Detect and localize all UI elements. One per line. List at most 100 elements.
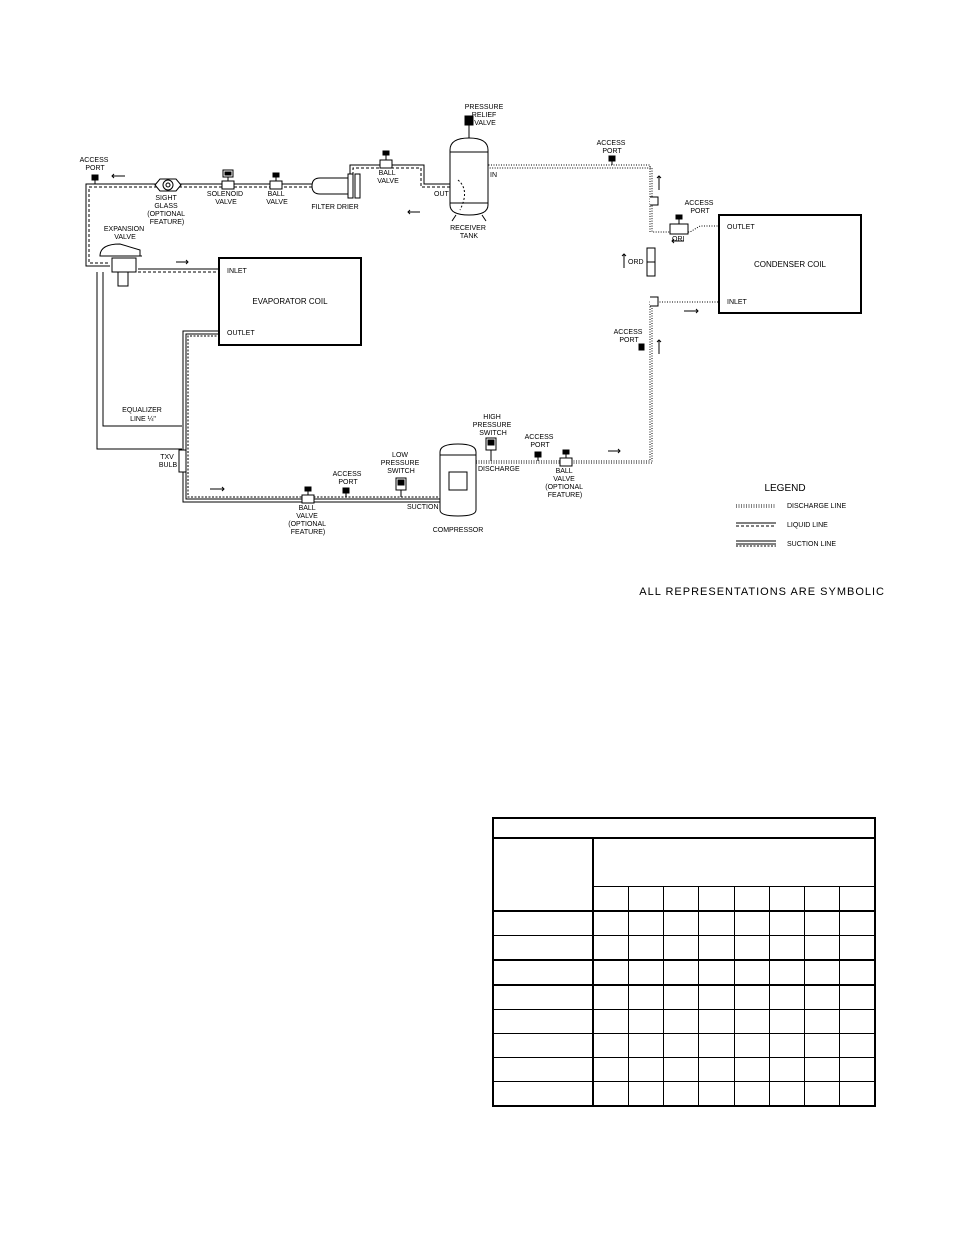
table-cell	[698, 983, 735, 1010]
table-cell	[662, 1032, 700, 1058]
table-cell	[733, 1056, 770, 1082]
evaporator-coil-box	[218, 257, 362, 346]
table-cell	[733, 1080, 770, 1106]
equalizer-line-label: EQUALIZER LINE ¼"	[122, 407, 164, 423]
filter-drier-label: FILTER DRIER	[311, 204, 358, 211]
table-row	[492, 1008, 876, 1034]
sight-glass-label: SIGHT GLASS (OPTIONAL FEATURE)	[147, 195, 186, 226]
ball-valve-top-label: BALL VALVE	[377, 170, 399, 185]
access-port-suction-label: ACCESS PORT	[333, 471, 364, 486]
solenoid-valve-icon	[221, 169, 235, 190]
access-port-top-right-icon	[608, 155, 616, 165]
table-cell	[768, 1008, 806, 1034]
table-cell	[592, 983, 629, 1010]
flow-arrows	[111, 173, 699, 492]
table-cell	[492, 1080, 594, 1106]
refrigeration-schematic: PRESSURE RELIEF VALVE RECEIVER TANK IN O…	[80, 104, 885, 598]
table-cell	[592, 1008, 629, 1034]
ball-valve-mid-icon	[269, 172, 283, 190]
table-cell	[662, 934, 700, 960]
access-port-suction-icon	[342, 487, 350, 497]
table-cell	[768, 1056, 806, 1082]
receiver-tank	[449, 137, 489, 222]
table-cell	[839, 885, 876, 911]
table-row	[492, 958, 876, 985]
table-cell	[492, 934, 594, 960]
table-cell	[492, 983, 594, 1010]
symbolic-note: ALL REPRESENTATIONS ARE SYMBOLIC	[639, 586, 885, 598]
liquid-line	[85, 164, 450, 273]
compressor-icon	[439, 443, 477, 517]
table-cell	[839, 983, 876, 1010]
table-cell	[627, 934, 665, 960]
table-cell	[592, 909, 629, 936]
table-cell	[627, 1080, 665, 1106]
table-cell	[627, 958, 665, 985]
high-pressure-switch-icon	[485, 437, 497, 461]
table-cell	[733, 983, 770, 1010]
table-cell	[803, 934, 841, 960]
ord-fitting-icon	[646, 247, 659, 307]
table-cell	[592, 1032, 629, 1058]
table-cell	[698, 1080, 735, 1106]
table-cell	[803, 1008, 841, 1034]
pressure-relief-valve-icon	[464, 115, 474, 138]
table-cell	[627, 1032, 665, 1058]
table-cell	[662, 1056, 700, 1082]
ord-label: ORD	[628, 259, 644, 266]
table-cell	[698, 958, 735, 985]
table-cell	[733, 1008, 770, 1034]
txv-bulb-line	[96, 272, 182, 450]
evap-inlet-label: INLET	[227, 268, 248, 275]
receiver-tank-label: RECEIVER TANK	[450, 225, 488, 240]
table-cell	[803, 983, 841, 1010]
table-cell	[733, 1032, 770, 1058]
ball-valve-suction-icon	[301, 486, 315, 504]
table-cell	[698, 1032, 735, 1058]
table-cell	[803, 1056, 841, 1082]
access-port-condenser-label: ACCESS PORT	[685, 200, 716, 215]
table-cell	[698, 934, 735, 960]
receiver-out-label: OUT	[434, 191, 450, 198]
access-port-lower-right-label: ACCESS PORT	[614, 329, 645, 344]
table-cell	[803, 909, 841, 936]
table-cell	[662, 1080, 700, 1106]
condenser-coil-box	[718, 214, 862, 314]
low-pressure-switch-icon	[395, 477, 407, 497]
table-cell	[627, 909, 665, 936]
table-cell	[698, 909, 735, 936]
txv-bulb	[178, 449, 187, 473]
table-cell	[492, 1008, 594, 1034]
equalizer-line	[102, 272, 182, 427]
condenser-coil-label: CONDENSER COIL	[754, 260, 827, 269]
filter-drier-icon	[311, 173, 361, 199]
table-cell	[627, 983, 665, 1010]
table-cell	[839, 1008, 876, 1034]
table-cell	[592, 934, 629, 960]
access-port-top-right-label: ACCESS PORT	[597, 140, 628, 155]
table-cell	[492, 1032, 594, 1058]
table-title-row	[492, 817, 876, 839]
high-pressure-switch-label: HIGH PRESSURE SWITCH	[473, 414, 513, 437]
legend-discharge-line: DISCHARGE LINE	[787, 503, 846, 510]
suction-line	[182, 330, 440, 503]
table-cell	[592, 885, 629, 911]
table-cell	[662, 885, 700, 911]
solenoid-valve-label: SOLENOID VALVE	[207, 191, 245, 206]
expansion-valve-icon	[99, 243, 142, 287]
table-cell	[768, 983, 806, 1010]
table-cell	[662, 1008, 700, 1034]
table-corner-cell	[492, 837, 594, 911]
spec-table	[492, 817, 876, 1107]
legend-liquid-line: LIQUID LINE	[787, 522, 828, 529]
suction-label: SUCTION	[407, 504, 439, 511]
legend-title: LEGEND	[764, 483, 805, 494]
table-cell	[839, 1056, 876, 1082]
table-cell	[839, 909, 876, 936]
access-port-lower-right-icon	[638, 343, 645, 351]
legend-suction-line: SUCTION LINE	[787, 541, 836, 548]
table-cell	[768, 1032, 806, 1058]
table-cell	[768, 958, 806, 985]
discharge-label: DISCHARGE	[478, 466, 520, 473]
table-title-cell	[492, 817, 876, 839]
